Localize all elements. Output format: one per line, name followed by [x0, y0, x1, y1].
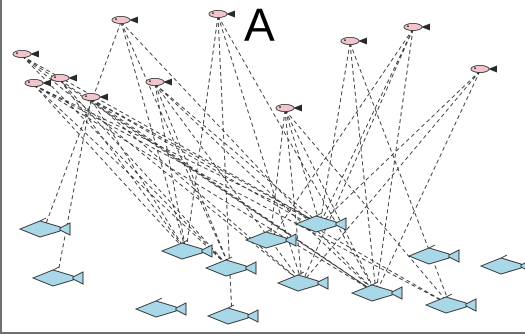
- node-layer: [12, 9, 525, 325]
- small-fish-node: [403, 22, 430, 31]
- food-web-edge: [21, 55, 321, 225]
- large-fish-node: [407, 244, 460, 265]
- small-fish-node: [470, 65, 497, 74]
- food-web-edge: [284, 109, 303, 284]
- food-web-edge: [59, 79, 231, 269]
- large-fish-node: [160, 239, 213, 260]
- food-web-edge: [43, 21, 122, 230]
- food-web-edge: [301, 28, 414, 284]
- large-fish-node: [424, 293, 477, 314]
- food-web-edge: [33, 84, 231, 269]
- food-web-edge: [154, 83, 303, 284]
- food-web-edge: [284, 109, 451, 306]
- food-web-edge: [120, 21, 377, 294]
- small-fish-node: [275, 104, 302, 113]
- food-web-edge: [90, 98, 187, 252]
- food-web-edge: [90, 98, 451, 306]
- food-web-edge: [59, 79, 377, 294]
- small-fish-node: [340, 37, 367, 46]
- food-web-edge: [319, 70, 481, 225]
- food-web-edge: [21, 55, 377, 294]
- food-web-edge: [56, 98, 92, 279]
- food-web-edge: [284, 109, 377, 294]
- food-web-edge: [33, 84, 451, 306]
- food-web-edge: [33, 84, 187, 252]
- food-web-edge: [375, 70, 481, 294]
- food-web-edge: [120, 21, 187, 252]
- large-fish-node: [350, 281, 403, 302]
- food-web-edge: [185, 15, 219, 252]
- food-web-edge: [319, 28, 414, 225]
- food-web-edge: [59, 79, 187, 252]
- food-web-edge: [21, 55, 231, 269]
- food-web-edge: [349, 42, 451, 306]
- small-fish-node: [145, 78, 172, 87]
- small-fish-node: [12, 50, 39, 59]
- food-web-edge: [269, 109, 286, 241]
- food-web-edge: [90, 98, 303, 284]
- food-web-edge: [217, 15, 377, 294]
- panel-label: A: [244, 0, 275, 51]
- food-web-edge: [154, 83, 187, 252]
- food-web-edge: [349, 42, 377, 294]
- large-fish-node: [294, 212, 347, 233]
- large-fish-node: [276, 271, 329, 292]
- food-web-edge: [319, 42, 351, 225]
- food-web-edge: [120, 21, 231, 269]
- small-fish-node: [208, 9, 235, 18]
- large-fish-node: [244, 228, 297, 249]
- food-web-edge: [33, 84, 321, 225]
- large-fish-node: [206, 304, 259, 325]
- food-web-edge: [90, 98, 321, 225]
- food-web-edge: [154, 83, 377, 294]
- large-fish-node: [31, 266, 84, 287]
- food-web-edge: [154, 83, 321, 225]
- large-fish-node: [479, 254, 525, 275]
- small-fish-node: [81, 93, 108, 102]
- food-web-edge: [375, 28, 414, 294]
- food-web-edge: [301, 70, 481, 284]
- large-fish-node: [18, 217, 71, 238]
- food-web-edge: [33, 84, 377, 294]
- large-fish-node: [204, 256, 257, 277]
- large-fish-node: [134, 297, 187, 318]
- food-web-edge: [154, 83, 231, 269]
- small-fish-node: [111, 15, 138, 24]
- small-fish-node: [50, 74, 77, 83]
- small-fish-node: [24, 79, 51, 88]
- food-web-edge: [217, 15, 233, 317]
- food-web-edge: [269, 28, 414, 241]
- food-web-edge: [284, 109, 321, 225]
